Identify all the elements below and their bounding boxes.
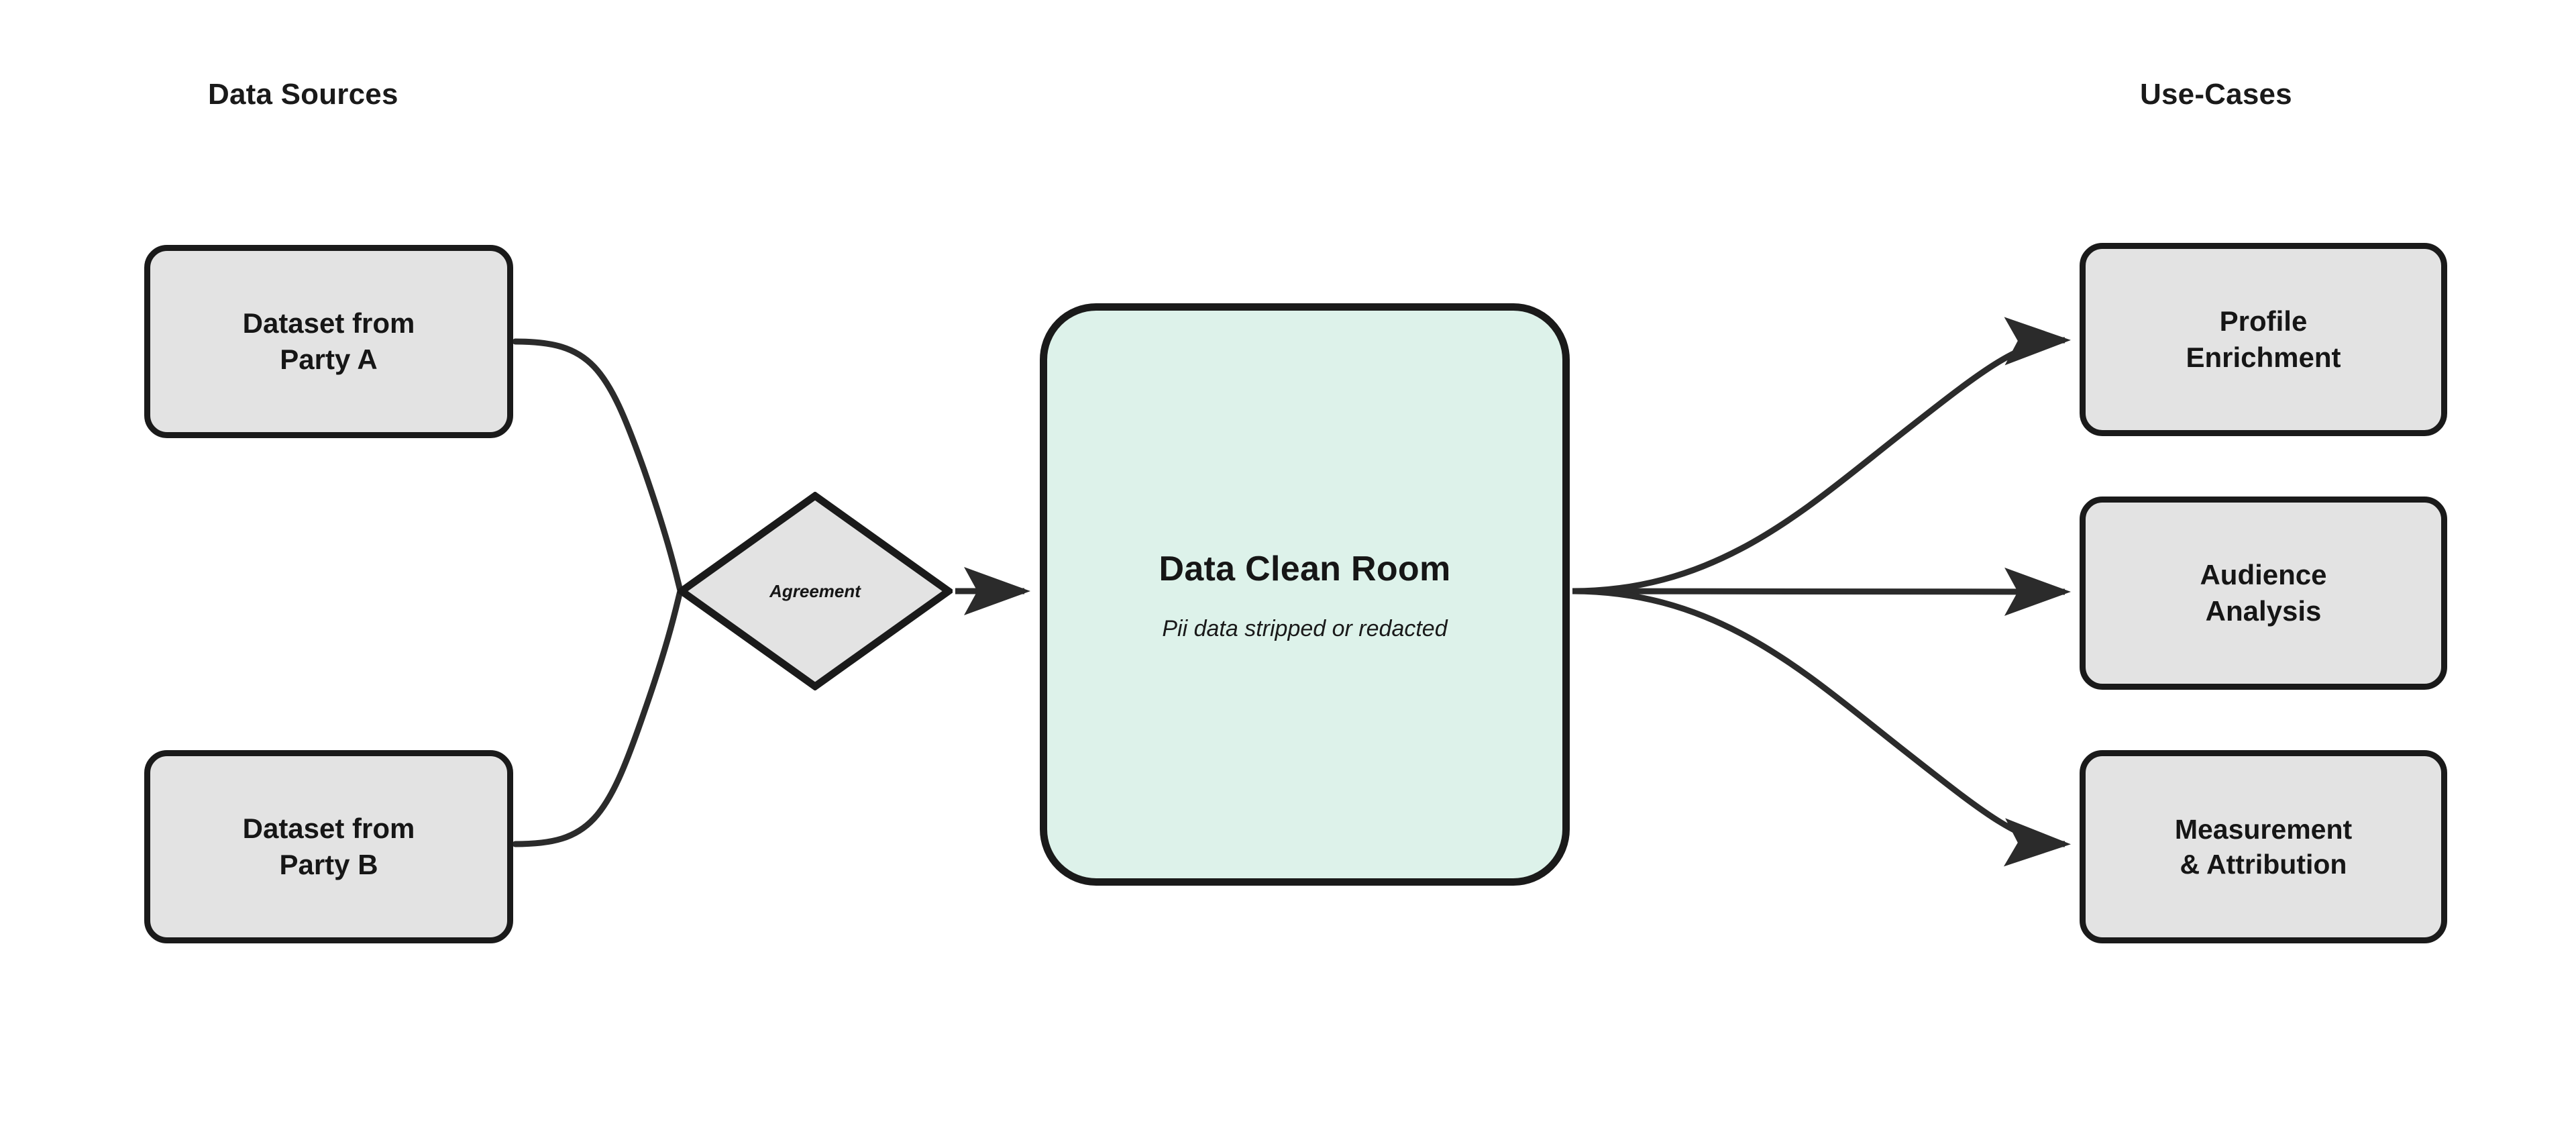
diamond-shape-icon — [678, 492, 953, 690]
node-dataset-from-party-b[interactable]: Dataset from Party B — [144, 750, 513, 943]
node-profile-enrichment[interactable]: Profile Enrichment — [2080, 243, 2447, 436]
edge-dataset-b-to-agreement — [512, 588, 684, 847]
column-heading-data-sources: Data Sources — [208, 78, 398, 111]
node-dataset-from-party-a[interactable]: Dataset from Party A — [144, 245, 513, 438]
node-data-clean-room-label: Data Clean Room — [1159, 550, 1451, 589]
node-audience-analysis[interactable]: Audience Analysis — [2080, 497, 2447, 690]
node-data-clean-room-sublabel: Pii data stripped or redacted — [1162, 615, 1448, 641]
node-agreement[interactable]: Agreement — [678, 492, 953, 690]
edge-clean-room-to-profile-enrichment — [1572, 317, 2071, 594]
node-dataset-from-party-b-label: Dataset from Party B — [242, 813, 415, 880]
node-audience-analysis-label: Audience Analysis — [2200, 559, 2327, 627]
node-agreement-label: Agreement — [769, 580, 861, 601]
node-profile-enrichment-label: Profile Enrichment — [2186, 305, 2341, 373]
edge-dataset-a-to-agreement — [512, 338, 684, 594]
node-data-clean-room[interactable]: Data Clean Room Pii data stripped or red… — [1040, 303, 1570, 886]
node-measurement-and-attribution-label: Measurement & Attribution — [2174, 813, 2353, 880]
node-dataset-from-party-a-label: Dataset from Party A — [242, 307, 415, 375]
column-heading-use-cases: Use-Cases — [2140, 78, 2292, 111]
edge-clean-room-to-measurement-attribution — [1572, 588, 2071, 867]
edge-clean-room-to-audience-analysis — [1572, 567, 2071, 616]
node-measurement-and-attribution[interactable]: Measurement & Attribution — [2080, 750, 2447, 943]
